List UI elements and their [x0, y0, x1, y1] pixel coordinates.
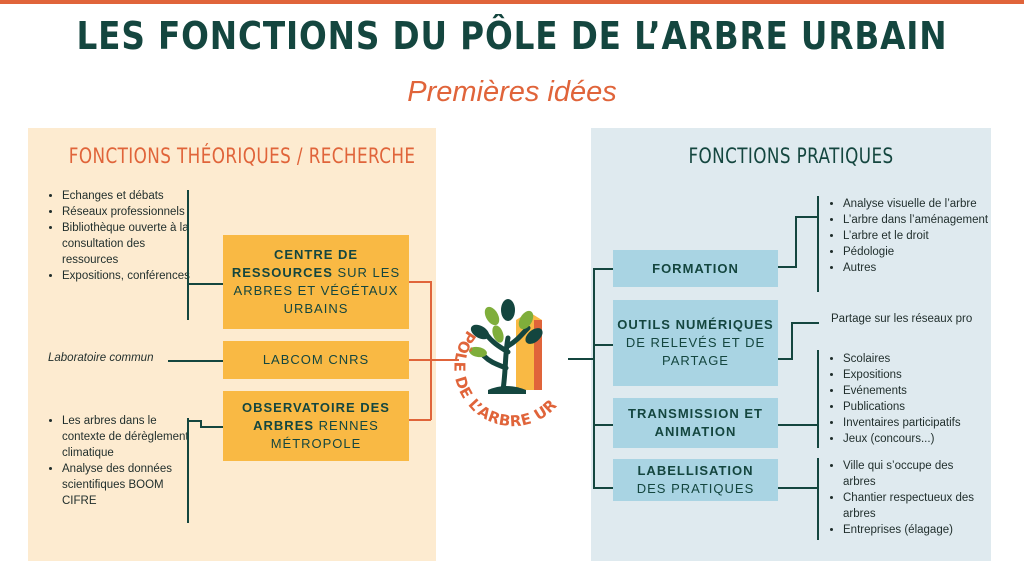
page-subtitle: Premières idées [407, 76, 617, 108]
connector-line [795, 216, 817, 218]
list-item: Jeux (concours...) [843, 431, 1003, 447]
connector-line [593, 344, 613, 346]
leaf-icon [525, 328, 543, 344]
connector-line [795, 216, 797, 268]
leaf-icon [501, 299, 515, 321]
box-outils-numeriques: OUTILS NUMÉRIQUES DE RELEVÉS ET DE PARTA… [613, 300, 778, 386]
page-title: LES FONCTIONS DU PÔLE DE L’ARBRE URBAIN [76, 14, 948, 58]
list-item: Analyse visuelle de l’arbre [843, 196, 1003, 212]
list-item: Inventaires participatifs [843, 415, 1003, 431]
connector-line [791, 322, 793, 360]
leaf-icon [484, 306, 500, 326]
box-label: SUR LES ARBRES ET VÉGÉTAUX URBAINS [233, 265, 401, 316]
box-label-bold: OUTILS NUMÉRIQUES [617, 317, 774, 332]
box-label-bold: CENTRE DE RESSOURCES [231, 247, 359, 280]
labcom-note: Laboratoire commun [48, 352, 154, 364]
connector-line [409, 359, 459, 361]
box-label-bold: OBSERVATOIRE DES ARBRES [242, 400, 390, 433]
box-centre-ressources: CENTRE DE RESSOURCES SUR LES ARBRES ET V… [223, 235, 409, 329]
list-item: Scolaires [843, 351, 1003, 367]
box-label: DE RELEVÉS ET DE PARTAGE [625, 335, 766, 368]
connector-line [568, 358, 594, 360]
left-bullets-bottom: Les arbres dans le contexte de dérègleme… [48, 413, 192, 509]
bracket-line [187, 418, 189, 523]
list-item: Pédologie [843, 244, 1003, 260]
outils-note: Partage sur les réseaux pro [831, 313, 973, 325]
connector-line [187, 420, 201, 422]
box-formation: FORMATION [613, 250, 778, 287]
box-label: LABCOM CNRS [262, 352, 370, 367]
connector-line [593, 487, 613, 489]
list-item: Echanges et débats [62, 188, 202, 204]
connector-line [593, 268, 595, 488]
box-observatoire: OBSERVATOIRE DES ARBRES RENNES MÉTROPOLE [223, 391, 409, 461]
connector-line [778, 424, 818, 426]
labellisation-bullets: Ville qui s’occupe des arbres Chantier r… [829, 458, 988, 538]
box-transmission: TRANSMISSION ET ANIMATION [613, 398, 778, 448]
box-label: RENNES MÉTROPOLE [270, 418, 379, 451]
leaf-icon [469, 346, 487, 358]
list-item: Analyse des données scientifiques BOOM C… [62, 461, 192, 509]
connector-line [778, 358, 792, 360]
bracket-line [187, 190, 189, 320]
connector-line [430, 281, 432, 420]
bracket-line [817, 196, 819, 292]
tree-icon [481, 325, 531, 393]
list-item: Ville qui s’occupe des arbres [843, 458, 988, 490]
left-bullets-top: Echanges et débats Réseaux professionnel… [48, 188, 202, 284]
transmission-bullets: Scolaires Expositions Evénements Publica… [829, 351, 1003, 447]
logo: PÔLE DE L’ARBRE URBAIN [448, 290, 560, 430]
list-item: Bibliothèque ouverte à la consultation d… [62, 220, 202, 268]
box-label: DES PRATIQUES [636, 481, 755, 496]
connector-line [593, 268, 613, 270]
connector-line [187, 283, 223, 285]
connector-line [200, 420, 202, 426]
top-accent-bar [0, 0, 1024, 4]
list-item: Réseaux professionnels [62, 204, 202, 220]
list-item: Chantier respectueux des arbres [843, 490, 988, 522]
list-item: Expositions, conférences [62, 268, 202, 284]
bracket-line [817, 350, 819, 448]
list-item: Autres [843, 260, 1003, 276]
connector-line [409, 419, 431, 421]
box-labcom: LABCOM CNRS [223, 341, 409, 379]
box-label-bold: TRANSMISSION ET ANIMATION [628, 406, 763, 439]
connector-line [778, 266, 796, 268]
bracket-line [817, 458, 819, 540]
connector-line [778, 487, 818, 489]
list-item: L’arbre dans l’aménagement [843, 212, 1003, 228]
box-labellisation: LABELLISATION DES PRATIQUES [613, 459, 778, 501]
connector-line [168, 360, 223, 362]
right-panel-title: FONCTIONS PRATIQUES [688, 144, 894, 168]
connector-line [791, 322, 819, 324]
leaf-icon [492, 325, 504, 343]
connector-line [200, 426, 223, 428]
list-item: Expositions [843, 367, 1003, 383]
leaf-icon [518, 310, 534, 330]
tree-base [488, 386, 526, 394]
list-item: Evénements [843, 383, 1003, 399]
list-item: Les arbres dans le contexte de dérègleme… [62, 413, 192, 461]
list-item: Publications [843, 399, 1003, 415]
connector-line [593, 424, 613, 426]
connector-line [409, 281, 431, 283]
list-item: L’arbre et le droit [843, 228, 1003, 244]
formation-bullets: Analyse visuelle de l’arbre L’arbre dans… [829, 196, 1003, 276]
box-label-bold: FORMATION [652, 260, 739, 276]
box-label-bold: LABELLISATION [637, 463, 754, 478]
left-panel-title: FONCTIONS THÉORIQUES / RECHERCHE [68, 144, 416, 168]
list-item: Entreprises (élagage) [843, 522, 988, 538]
leaf-icon [470, 324, 490, 340]
